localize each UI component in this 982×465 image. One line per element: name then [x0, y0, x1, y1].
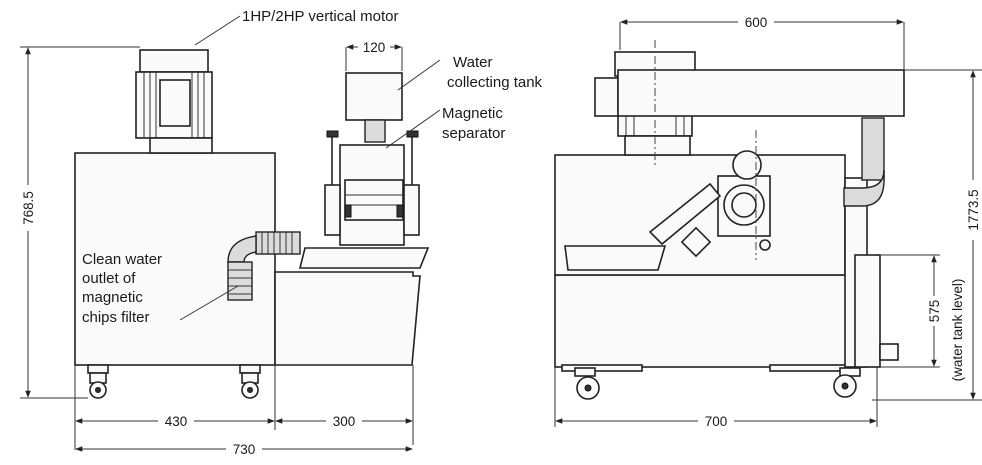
side-pipe-elbow — [843, 169, 885, 207]
side-motor-base — [624, 135, 691, 156]
front-view — [20, 15, 441, 452]
annotation-labels: 1HP/2HP vertical motor Water collecting … — [82, 8, 543, 326]
front-motor-base — [149, 137, 213, 154]
side-tray — [564, 245, 667, 271]
label-outlet-line1: Clean water — [82, 251, 162, 268]
side-right-panel — [854, 254, 881, 368]
front-separator-side-right — [403, 184, 420, 236]
side-drain — [879, 343, 899, 361]
dim-730: 730 — [233, 442, 256, 457]
dim-768: 768.5 — [21, 191, 36, 225]
front-motor-cap — [139, 49, 209, 73]
side-pump-arm — [617, 69, 905, 117]
front-screw-right — [406, 130, 419, 138]
front-tank-neck — [364, 119, 386, 143]
side-view — [554, 19, 982, 427]
label-tank-line2: collecting tank — [447, 74, 543, 91]
front-bolt-right — [396, 204, 404, 218]
dimension-labels: 120 768.5 430 300 730 600 1773.5 575 (wa… — [18, 14, 982, 457]
front-tray — [298, 247, 430, 269]
label-motor: 1HP/2HP vertical motor — [242, 8, 398, 25]
side-square-port — [680, 226, 712, 258]
dim-600: 600 — [745, 15, 768, 30]
front-separator-side — [324, 184, 341, 236]
front-motor-box — [159, 79, 191, 127]
dim-1773: 1773.5 — [966, 189, 981, 230]
label-tank-line1: Water — [453, 54, 492, 71]
label-outlet-line4: chips filter — [82, 309, 150, 326]
front-wheel-right — [239, 364, 261, 399]
front-wheel-left — [87, 364, 109, 399]
dim-430: 430 — [165, 414, 188, 429]
front-collecting-tank — [345, 72, 403, 121]
dim-700: 700 — [705, 414, 728, 429]
tank-leader — [397, 59, 441, 91]
front-lower-tank — [274, 271, 421, 366]
label-separator-line1: Magnetic — [442, 105, 503, 122]
front-separator-plate — [344, 179, 404, 221]
side-lower-tank — [554, 274, 856, 368]
side-pulley — [732, 150, 762, 180]
label-separator-line2: separator — [442, 125, 505, 142]
side-vertical-pipe — [861, 117, 885, 181]
side-ramp — [648, 182, 722, 246]
side-wheel-right — [833, 367, 861, 398]
front-bolt-left — [344, 204, 352, 218]
front-elbow — [227, 235, 257, 263]
dim-120: 120 — [363, 40, 386, 55]
separator-leader — [385, 109, 441, 149]
label-outlet-line3: magnetic — [82, 289, 143, 306]
side-wheel-left — [574, 367, 600, 400]
outlet-leader — [179, 285, 239, 321]
dim-water-level: (water tank level) — [950, 279, 965, 382]
dim-575: 575 — [927, 300, 942, 323]
motor-leader — [194, 15, 241, 46]
dim-300: 300 — [333, 414, 356, 429]
front-pipe — [255, 231, 301, 255]
front-screw-left — [326, 130, 339, 138]
side-motor-end — [594, 77, 619, 117]
label-outlet-line2: outlet of — [82, 270, 136, 287]
